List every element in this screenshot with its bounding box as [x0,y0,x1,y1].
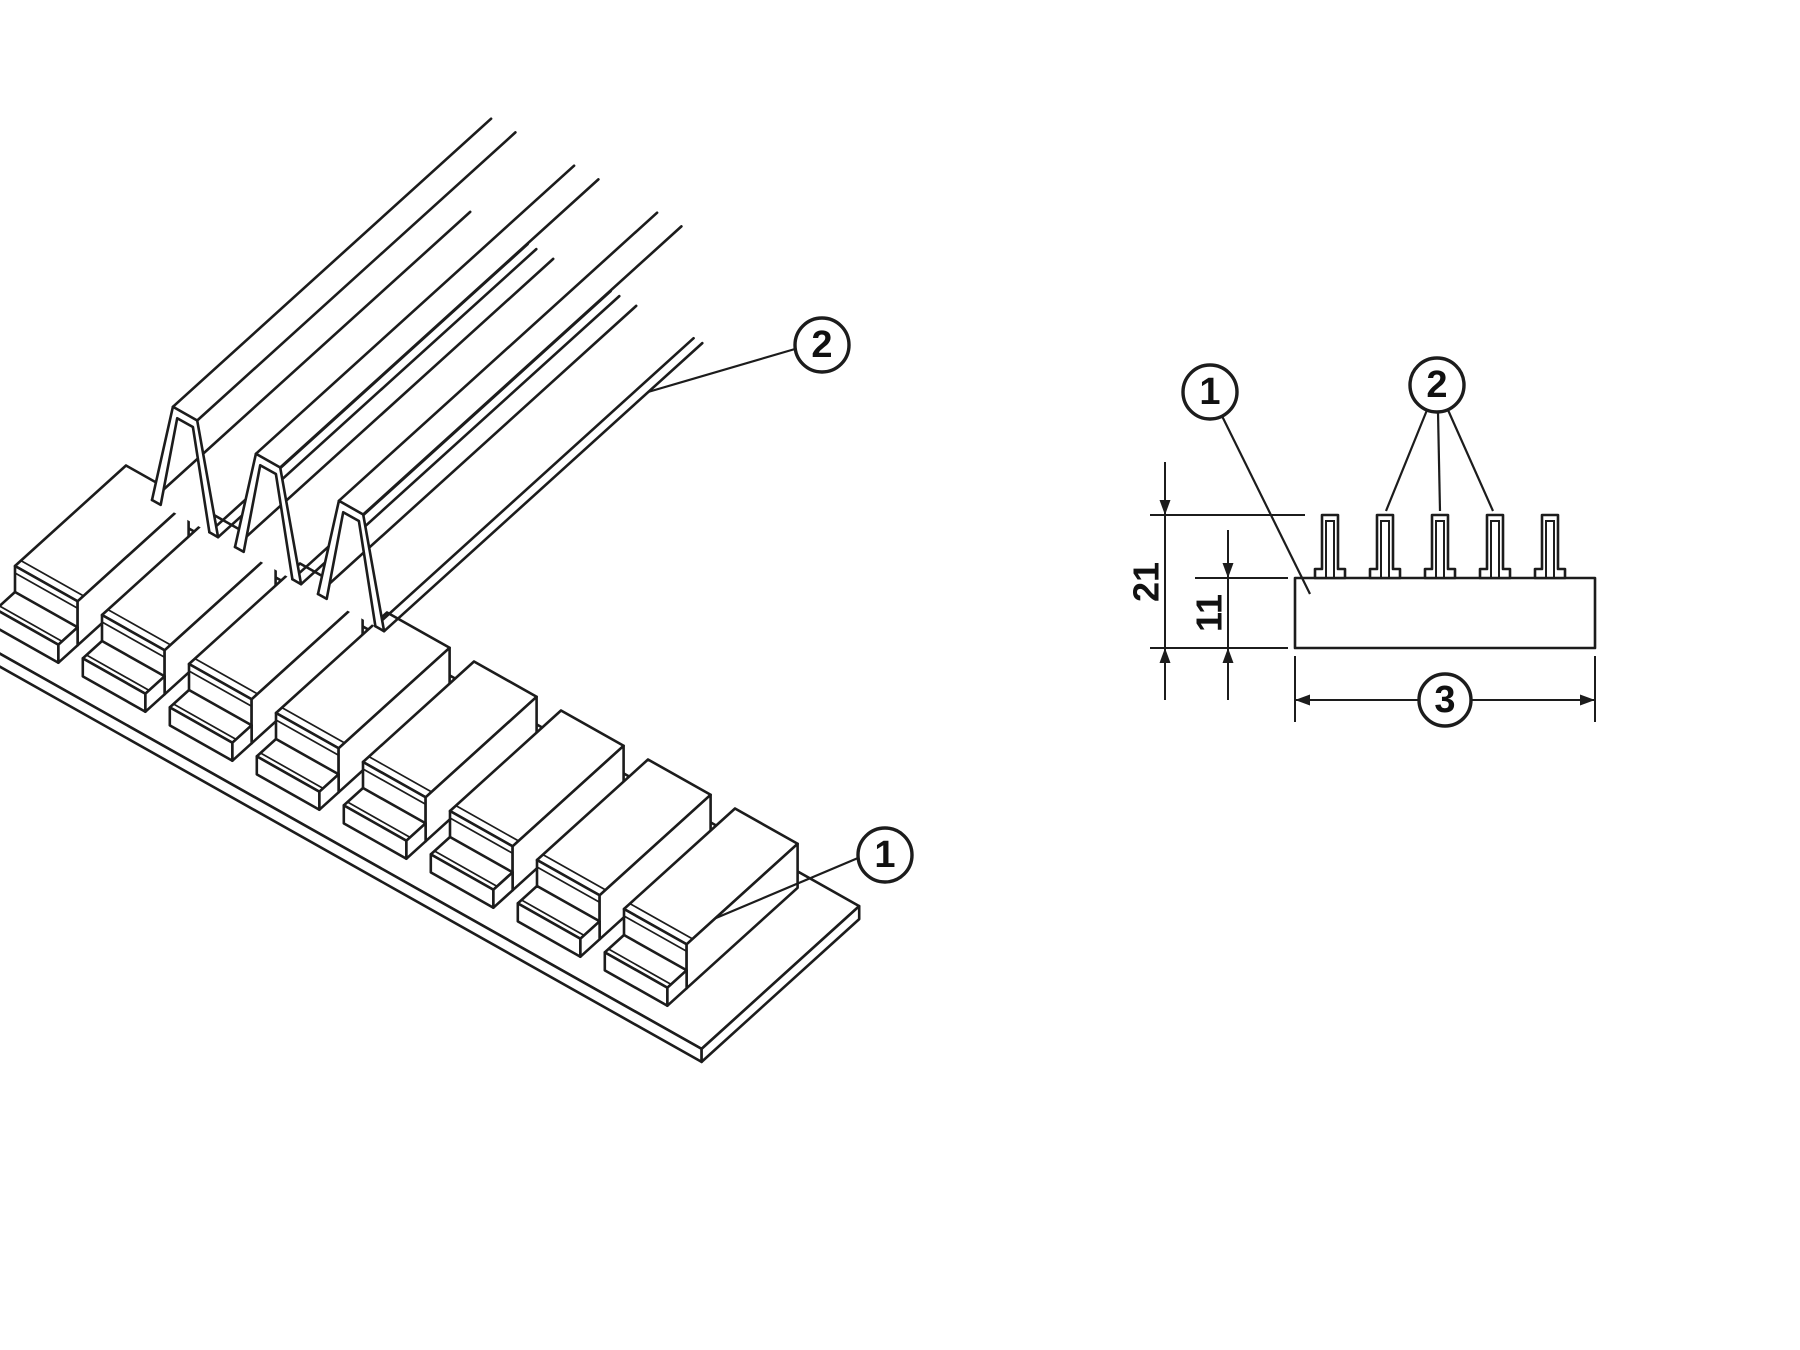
iso-callout-2-label: 2 [811,324,832,366]
cs-callout-2-circle [1408,356,1466,414]
cs-callout-1-circle [1181,363,1239,421]
isometric-view: 2 1 [0,117,914,1064]
cs-callout-2-leader-line [1436,411,1442,512]
iso-callout-part-1: 1 [715,826,914,920]
cs-callout-3-label: 3 [1434,679,1455,721]
cs-callout-2-label: 2 [1426,364,1447,406]
iso-callout-1-label: 1 [874,834,895,876]
iso-callout-1-circle [856,826,914,884]
arrow-up-icon [1222,648,1234,663]
cross-section-ribs [1313,513,1567,580]
cs-callout-part-2: 2 [1384,356,1495,512]
arrow-right-icon [1580,694,1595,706]
arrow-up-icon [1159,648,1171,663]
cross-section-view: 21 11 3 1 2 [1126,356,1597,728]
cs-callout-1-label: 1 [1199,371,1220,413]
arrow-down-icon [1159,500,1171,515]
dimension-base-height: 11 [1189,530,1234,700]
iso-callout-2-leader-line [647,347,796,394]
cs-callout-1-leader-line [1221,415,1311,595]
iso-callout-2-circle [793,316,851,374]
cs-callout-2-leader-line [1384,409,1429,512]
iso-callout-part-2: 2 [647,316,851,394]
extension-lines [1150,514,1596,722]
cs-callout-part-1: 1 [1181,363,1311,595]
arrow-down-icon [1222,563,1234,578]
dimension-11-label: 11 [1189,594,1230,632]
dimension-21-label: 21 [1126,562,1167,602]
dimension-total-height: 21 [1126,462,1171,700]
dimension-overall-width: 3 [1295,672,1595,728]
cross-section-base-bar [1293,576,1597,650]
arrow-left-icon [1295,694,1310,706]
base-profile-ribs [0,464,799,1008]
cs-callout-2-leader-line [1446,409,1495,512]
iso-callout-1-leader-line [715,856,859,920]
cs-callout-3-circle [1417,672,1473,728]
